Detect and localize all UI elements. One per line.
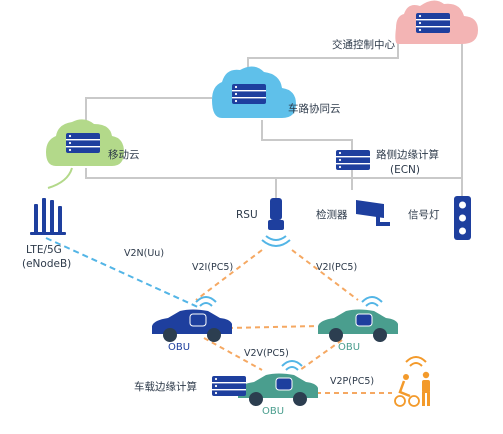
rsu-label: RSU — [236, 209, 258, 221]
vehicle-bottom — [238, 360, 318, 406]
detector-camera-icon — [356, 200, 390, 226]
ecn-server-icon — [336, 150, 370, 170]
cyclist-pedestrian-icon — [394, 371, 430, 407]
detector-label: 检测器 — [316, 208, 348, 221]
road-cloud-label: 车路协同云 — [288, 102, 341, 115]
traffic-center-cloud — [395, 0, 478, 45]
lte-label-line1: LTE/5G — [26, 244, 62, 256]
signal-light-label: 信号灯 — [408, 209, 440, 221]
link-v2v-right — [299, 339, 343, 371]
lte-tower-icon — [30, 198, 66, 235]
link-v2i-left — [195, 249, 263, 301]
vehicle-edge-label: 车载边缘计算 — [134, 380, 197, 393]
link-v2n — [45, 237, 201, 309]
wire-mobile-bus — [85, 168, 462, 179]
v2v-label: V2V(PC5) — [244, 348, 289, 359]
v2p-label: V2P(PC5) — [330, 376, 374, 387]
vehicle-edge-server-icon — [212, 376, 246, 396]
server-icon — [416, 13, 450, 33]
vehicle-right — [318, 296, 398, 342]
v2n-label: V2N(Uu) — [124, 248, 164, 259]
wire-mobile-to-lte — [47, 167, 73, 189]
link-v2v-top — [227, 325, 319, 329]
mobile-cloud — [46, 119, 124, 166]
obu-left-label: OBU — [168, 342, 190, 353]
link-v2i-right — [291, 249, 359, 301]
link-v2v-left — [203, 337, 263, 371]
v2i-left-label: V2I(PC5) — [192, 262, 233, 273]
lte-label-line2: (eNodeB) — [22, 258, 71, 270]
rsu-icon — [261, 198, 291, 247]
wifi-icon — [281, 360, 303, 371]
traffic-center-label: 交通控制中心 — [332, 38, 395, 51]
server-icon — [232, 84, 266, 104]
wifi-icon — [405, 356, 427, 367]
ecn-label-line1: 路侧边缘计算 — [376, 148, 439, 161]
obu-right-label: OBU — [338, 342, 360, 353]
road-cloud — [212, 66, 296, 118]
wire-roadcloud-to-ecn — [261, 120, 353, 150]
obu-bottom-label: OBU — [262, 406, 284, 417]
wifi-icon — [361, 296, 383, 307]
server-icon — [66, 133, 100, 153]
wireless-links — [45, 237, 392, 394]
mobile-cloud-label: 移动云 — [108, 148, 140, 161]
vehicle-left — [152, 296, 232, 342]
wifi-icon — [195, 296, 217, 307]
signal-light-icon — [454, 196, 471, 240]
ecn-label-line2: (ECN) — [390, 164, 420, 176]
wire-roadcloud-to-mobile — [85, 97, 212, 126]
v2i-right-label: V2I(PC5) — [316, 262, 357, 273]
